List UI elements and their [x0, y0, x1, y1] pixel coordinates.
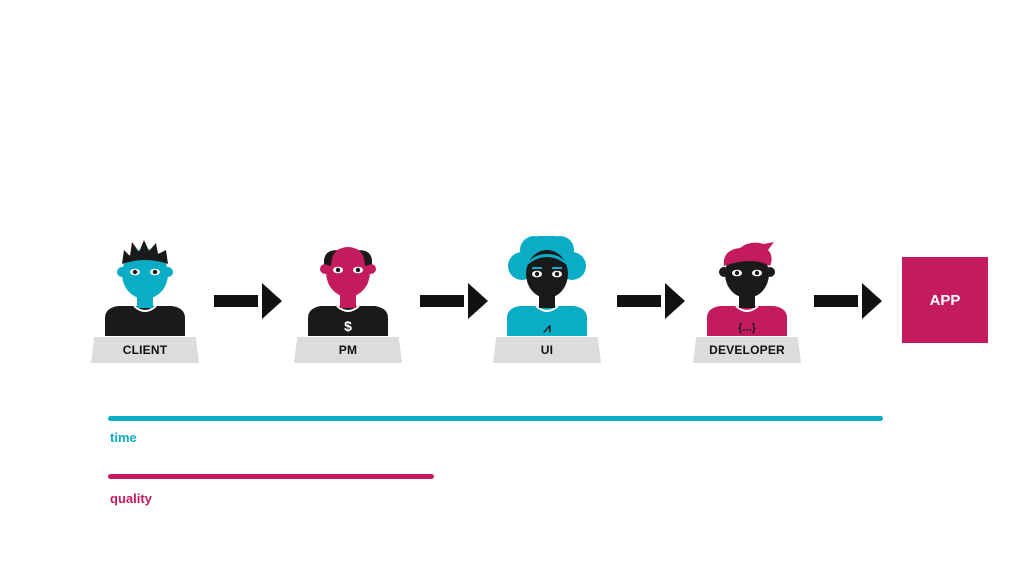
role-label-ui: UI	[493, 337, 601, 363]
ui-shirt-symbol: ⩘	[542, 321, 551, 336]
quality-label: quality	[110, 491, 152, 506]
role-label-developer: DEVELOPER	[693, 337, 801, 363]
role-label-client: CLIENT	[91, 337, 199, 363]
role-pm: $ PM	[293, 236, 403, 366]
role-ui: ⩘ UI	[492, 236, 602, 366]
arrow-right-icon	[617, 283, 685, 319]
app-label: APP	[929, 291, 961, 309]
client-avatar-icon	[105, 240, 185, 336]
developer-shirt-symbol: {...}	[738, 322, 756, 334]
developer-avatar-icon: {...}	[707, 242, 787, 336]
app-box: APP	[902, 257, 988, 343]
role-developer: {...} DEVELOPER	[692, 236, 802, 366]
arrow-right-icon	[814, 283, 882, 319]
arrow-right-icon	[214, 283, 282, 319]
quality-bar	[108, 474, 434, 479]
ui-designer-avatar-icon: ⩘	[507, 236, 587, 336]
pm-shirt-symbol: $	[344, 318, 352, 334]
role-label-pm: PM	[294, 337, 402, 363]
arrow-right-icon	[420, 283, 488, 319]
time-bar	[108, 416, 883, 421]
pm-avatar-icon: $	[308, 247, 388, 336]
role-client: CLIENT	[90, 236, 200, 366]
time-label: time	[110, 430, 137, 445]
